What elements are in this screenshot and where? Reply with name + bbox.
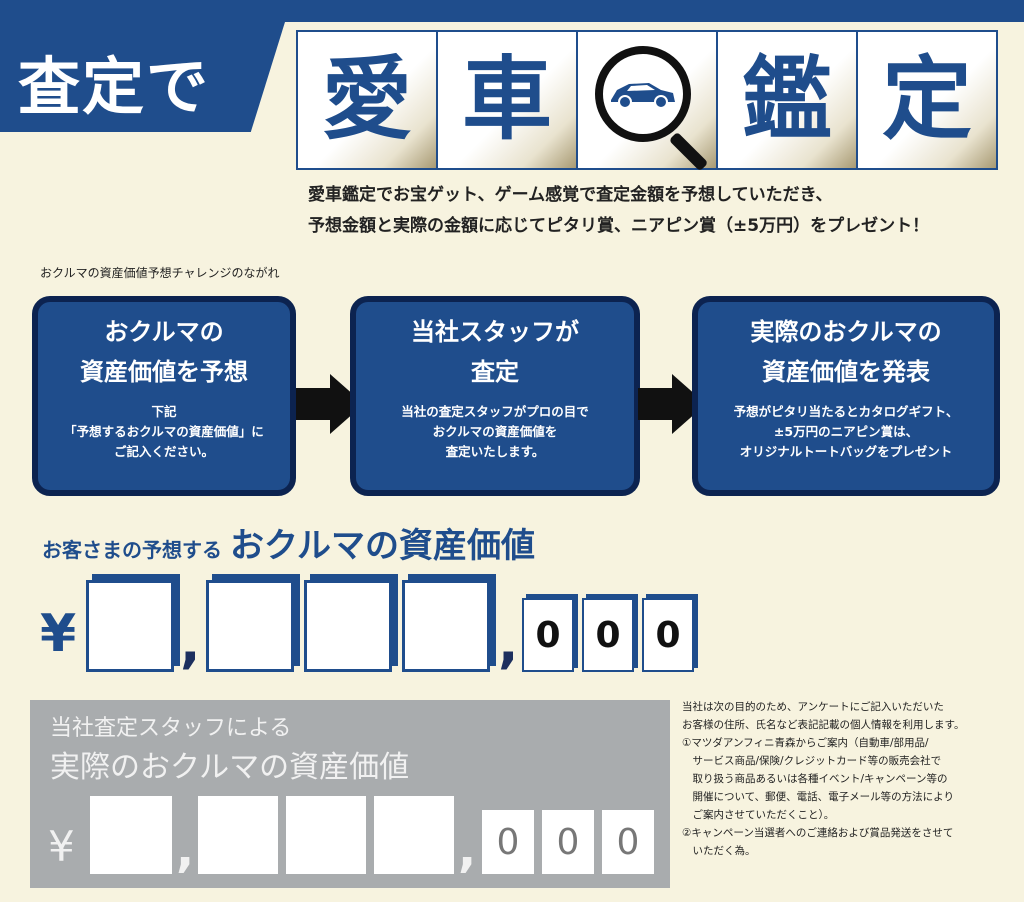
intro-line: 愛車鑑定でお宝ゲット、ゲーム感覚で査定金額を予想していただき、 (308, 185, 833, 205)
actual-value-panel: 当社査定スタッフによる 実際のおクルマの資産価値 ¥ , , 0 0 0 (30, 700, 670, 888)
step-body: 当社の査定スタッフがプロの目で おクルマの資産価値を 査定いたします。 (401, 404, 589, 459)
title-tag-text: 査定で (18, 50, 211, 123)
actual-title-line1: 当社査定スタッフによる (50, 716, 292, 741)
title-tile: 車 (438, 32, 578, 168)
guess-title-large: おクルマの資産価値 (230, 526, 535, 566)
actual-title-line2: 実際のおクルマの資産価値 (50, 750, 410, 785)
flow-caption: おクルマの資産価値予想チャレンジのながれ (40, 266, 280, 280)
guess-digit-box[interactable] (402, 580, 490, 672)
actual-comma: , (458, 822, 477, 878)
arrow-right-icon (296, 374, 364, 434)
guess-digit-box[interactable] (86, 580, 174, 672)
title-tile-char: 車 (462, 47, 552, 152)
intro-line: 予想金額と実際の金額に応じてピタリ賞、ニアピン賞（±5万円）をプレゼント！ (308, 216, 930, 236)
title-tile: 愛 (298, 32, 438, 168)
actual-digit-box (374, 796, 454, 874)
top-band (0, 0, 1024, 22)
title-tile: 鑑 (718, 32, 858, 168)
step-heading: おクルマの 資産価値を予想 (80, 318, 248, 386)
title-tile-char: 愛 (322, 47, 412, 152)
title-tile-char: 鑑 (742, 47, 832, 152)
step-body: 下記 「予想するおクルマの資産価値」に ご記入ください。 (64, 404, 264, 459)
actual-digit-box (198, 796, 278, 874)
guess-zero-box: 0 (642, 598, 694, 672)
intro-text: 愛車鑑定でお宝ゲット、ゲーム感覚で査定金額を予想していただき、 予想金額と実際の… (308, 180, 1008, 242)
guess-zero-box: 0 (582, 598, 634, 672)
step-heading: 実際のおクルマの 資産価値を発表 (750, 318, 942, 386)
magnifier-tile (578, 32, 718, 172)
flow-step-1: おクルマの 資産価値を予想 下記 「予想するおクルマの資産価値」に ご記入くださ… (32, 296, 296, 496)
magnifier-handle (668, 131, 709, 172)
guess-title-small: お客さまの予想する (42, 538, 222, 562)
car-icon (611, 83, 675, 109)
guess-yen-sign: ¥ (40, 604, 77, 664)
title-tiles: 愛 車 鑑 定 (296, 30, 998, 172)
guess-digit-box[interactable] (206, 580, 294, 672)
magnifier-icon (595, 46, 691, 142)
actual-yen-sign: ¥ (48, 822, 75, 871)
actual-zero-box: 0 (602, 810, 654, 874)
actual-digit-box (90, 796, 172, 874)
guess-title: お客さまの予想するおクルマの資産価値 (42, 518, 535, 567)
guess-zero-box: 0 (522, 598, 574, 672)
title-tile: 定 (858, 32, 996, 168)
actual-digit-box (286, 796, 366, 874)
privacy-notice: 当社は次の目的のため、アンケートにご記入いただいた お客様の住所、氏名など表記記… (682, 701, 965, 857)
flow-step-2: 当社スタッフが 査定 当社の査定スタッフがプロの目で おクルマの資産価値を 査定… (350, 296, 640, 496)
title-tile-char: 定 (882, 47, 972, 152)
title-tag: 査定で (0, 22, 285, 132)
guess-comma: , (180, 612, 201, 675)
arrow-right-icon (638, 374, 706, 434)
guess-comma: , (498, 612, 519, 675)
guess-digit-box[interactable] (304, 580, 392, 672)
actual-comma: , (176, 822, 195, 878)
step-body: 予想がピタリ当たるとカタログギフト、 ±5万円のニアピン賞は、 オリジナルトート… (733, 404, 959, 459)
step-heading: 当社スタッフが 査定 (411, 318, 579, 386)
flow-step-3: 実際のおクルマの 資産価値を発表 予想がピタリ当たるとカタログギフト、 ±5万円… (692, 296, 1000, 496)
actual-zero-box: 0 (482, 810, 534, 874)
actual-zero-box: 0 (542, 810, 594, 874)
